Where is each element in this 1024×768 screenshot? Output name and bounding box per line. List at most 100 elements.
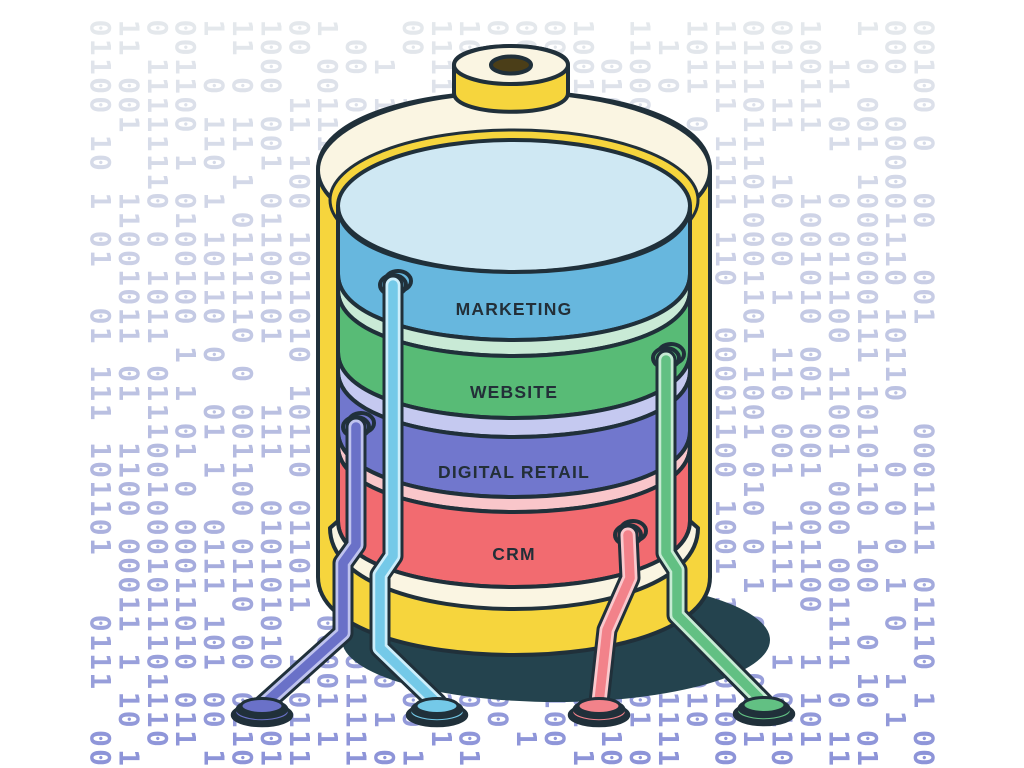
binary-digit: 1 [311, 20, 344, 37]
binary-digit: 0 [112, 231, 145, 248]
crm-cable-plug [567, 697, 631, 728]
binary-digit: 0 [908, 135, 941, 152]
binary-digit: 1 [822, 442, 855, 459]
binary-digit: 0 [226, 327, 259, 344]
binary-digit: 0 [794, 423, 827, 440]
binary-digit: 1 [283, 154, 316, 171]
binary-digit: 0 [794, 269, 827, 286]
binary-digit: 1 [226, 269, 259, 286]
binary-digit: 1 [567, 749, 600, 766]
binary-digit: 0 [879, 538, 912, 555]
binary-digit: 1 [879, 672, 912, 689]
binary-digit: 1 [822, 365, 855, 382]
binary-digit: 0 [169, 192, 202, 209]
binary-digit: 0 [198, 154, 231, 171]
binary-digit: 0 [908, 96, 941, 113]
binary-digit: 1 [624, 711, 657, 728]
binary-digit: 1 [879, 250, 912, 267]
binary-digit: 0 [226, 634, 259, 651]
marketing-cable [369, 274, 448, 714]
marketing-cable-plug [405, 697, 469, 728]
binary-digit: 1 [709, 250, 742, 267]
binary-digit: 1 [311, 692, 344, 709]
binary-digit: 0 [794, 58, 827, 75]
binary-digit: 1 [822, 58, 855, 75]
binary-digit: 0 [851, 576, 884, 593]
binary-digit: 1 [84, 500, 117, 517]
layer-label-crm: CRM [492, 544, 535, 564]
binary-digit: 1 [141, 269, 174, 286]
binary-digit: 0 [198, 250, 231, 267]
binary-digit: 1 [766, 58, 799, 75]
binary-digit: 0 [766, 250, 799, 267]
binary-digit: 1 [169, 269, 202, 286]
binary-digit: 0 [822, 692, 855, 709]
binary-digit: 1 [141, 557, 174, 574]
binary-digit: 1 [766, 288, 799, 305]
plug-top [414, 697, 460, 715]
binary-digit: 0 [595, 749, 628, 766]
binary-digit: 0 [794, 711, 827, 728]
binary-digit: 1 [908, 519, 941, 536]
binary-digit: 1 [794, 557, 827, 574]
binary-digit: 0 [851, 96, 884, 113]
binary-digit: 0 [851, 192, 884, 209]
binary-digit: 1 [737, 365, 770, 382]
binary-digit: 1 [112, 308, 145, 325]
binary-digit: 0 [283, 250, 316, 267]
binary-digit: 0 [908, 20, 941, 37]
binary-digit: 0 [112, 250, 145, 267]
binary-digit: 1 [141, 77, 174, 94]
binary-digit: 1 [112, 749, 145, 766]
binary-digit: 1 [624, 39, 657, 56]
binary-digit: 1 [794, 653, 827, 670]
binary-digit: 0 [340, 96, 373, 113]
binary-digit: 0 [283, 404, 316, 421]
binary-digit: 1 [112, 192, 145, 209]
binary-digit: 1 [226, 308, 259, 325]
binary-digit: 0 [112, 480, 145, 497]
binary-digit: 0 [794, 365, 827, 382]
binary-digit: 0 [254, 269, 287, 286]
binary-digit: 0 [567, 39, 600, 56]
binary-digit: 1 [84, 653, 117, 670]
binary-digit: 0 [254, 615, 287, 632]
binary-digit: 1 [737, 423, 770, 440]
binary-digit: 1 [226, 730, 259, 747]
binary-digit: 0 [851, 58, 884, 75]
binary-digit: 0 [737, 96, 770, 113]
binary-digit: 1 [794, 538, 827, 555]
binary-digit: 0 [709, 461, 742, 478]
binary-digit: 0 [141, 519, 174, 536]
binary-digit: 0 [254, 500, 287, 517]
binary-digit: 1 [737, 269, 770, 286]
binary-digit: 0 [851, 692, 884, 709]
binary-digit: 0 [879, 192, 912, 209]
digital-retail-cable-plug [230, 697, 294, 728]
binary-digit: 0 [141, 538, 174, 555]
binary-digit: 0 [169, 423, 202, 440]
binary-digit: 0 [822, 576, 855, 593]
binary-digit: 0 [879, 135, 912, 152]
binary-digit: 1 [141, 711, 174, 728]
binary-digit: 0 [794, 519, 827, 536]
binary-digit: 1 [851, 346, 884, 363]
binary-digit: 1 [141, 596, 174, 613]
binary-digit: 0 [169, 538, 202, 555]
binary-digit: 1 [283, 423, 316, 440]
binary-digit: 1 [908, 596, 941, 613]
binary-digit: 1 [680, 77, 713, 94]
binary-digit: 1 [709, 192, 742, 209]
binary-digit: 1 [84, 192, 117, 209]
barrel-cap [452, 44, 570, 114]
binary-digit: 0 [510, 20, 543, 37]
binary-digit: 1 [851, 384, 884, 401]
binary-digit: 1 [254, 404, 287, 421]
binary-digit: 1 [737, 58, 770, 75]
layer-label-digital-retail: DIGITAL RETAIL [438, 462, 590, 482]
binary-digit: 1 [254, 519, 287, 536]
binary-digit: 1 [226, 461, 259, 478]
binary-digit: 0 [766, 384, 799, 401]
binary-digit: 1 [510, 730, 543, 747]
binary-digit: 1 [908, 500, 941, 517]
